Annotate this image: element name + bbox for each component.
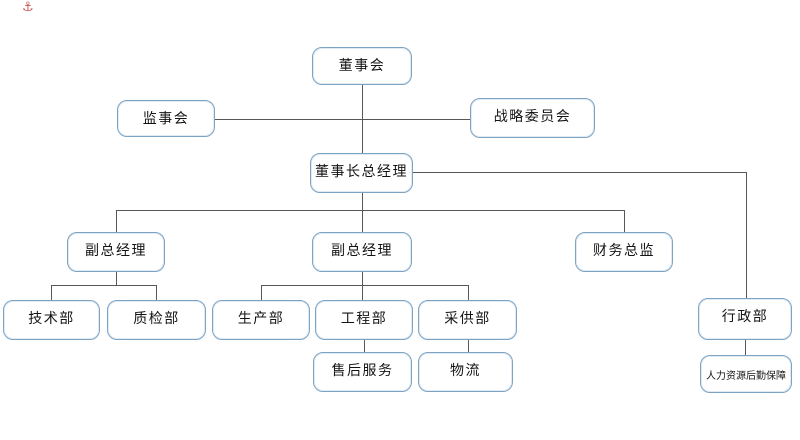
node-chairman-gm-label: 董事长总经理 (315, 164, 408, 180)
connector-chairman-to-admin-h (412, 172, 747, 173)
node-logistics-label: 物流 (450, 363, 481, 379)
node-finance-director-label: 财务总监 (593, 243, 655, 259)
connector-supervisory-strategy (215, 119, 470, 120)
connector-drop-engineering (362, 285, 363, 300)
node-qc-dept: 质检部 (107, 300, 206, 340)
connector-drop-procurement (468, 285, 469, 300)
node-admin-dept: 行政部 (698, 298, 792, 340)
connector-admin-hr (745, 340, 746, 355)
connector-deputy-left-stub (116, 272, 117, 285)
node-production-dept-label: 生产部 (237, 311, 285, 327)
node-supervisory: 监事会 (117, 100, 215, 137)
connector-drop-deputy-left (116, 210, 117, 232)
node-qc-dept-label: 质检部 (133, 311, 180, 327)
connector-drop-production (261, 285, 262, 300)
node-strategy: 战略委员会 (470, 98, 595, 138)
connector-drop-tech (51, 285, 52, 300)
node-deputy-gm-center-label: 副总经理 (331, 243, 393, 259)
connector-procurement-logistics (468, 340, 469, 352)
node-chairman-gm: 董事长总经理 (310, 153, 413, 193)
connector-deputy-left-bus (51, 285, 156, 286)
node-production-dept: 生产部 (212, 300, 310, 340)
node-hr-support-label: 人力资源后勤保障 (706, 371, 786, 382)
connector-chairman-to-admin-v (746, 172, 747, 298)
node-admin-dept-label: 行政部 (721, 309, 769, 325)
connector-deputy-center-bus (261, 285, 468, 286)
node-tech-dept: 技术部 (3, 300, 100, 340)
connector-chairman-stub (362, 193, 363, 210)
node-after-sales: 售后服务 (313, 352, 412, 392)
node-tech-dept-label: 技术部 (28, 311, 75, 327)
connector-drop-qc (156, 285, 157, 300)
node-deputy-gm-left: 副总经理 (67, 232, 165, 272)
node-board-label: 董事会 (338, 58, 386, 74)
node-deputy-gm-left-label: 副总经理 (85, 243, 147, 259)
node-hr-support: 人力资源后勤保障 (700, 355, 792, 393)
node-after-sales-label: 售后服务 (331, 363, 394, 379)
node-engineering-dept-label: 工程部 (340, 311, 388, 327)
node-strategy-label: 战略委员会 (493, 109, 572, 125)
anchor-icon: ⚓ (22, 0, 34, 15)
node-deputy-gm-center: 副总经理 (312, 232, 412, 272)
node-logistics: 物流 (418, 352, 513, 392)
connector-drop-deputy-center (362, 210, 363, 232)
node-board: 董事会 (312, 47, 412, 85)
connector-drop-finance (624, 210, 625, 232)
connector-level2-bus (116, 210, 624, 211)
node-engineering-dept: 工程部 (315, 300, 413, 340)
connector-engineering-aftersales (364, 340, 365, 352)
connector-deputy-center-stub (362, 272, 363, 285)
node-finance-director: 财务总监 (575, 232, 673, 272)
node-procurement-dept-label: 采供部 (444, 311, 491, 327)
node-supervisory-label: 监事会 (142, 111, 190, 127)
node-procurement-dept: 采供部 (418, 300, 517, 340)
